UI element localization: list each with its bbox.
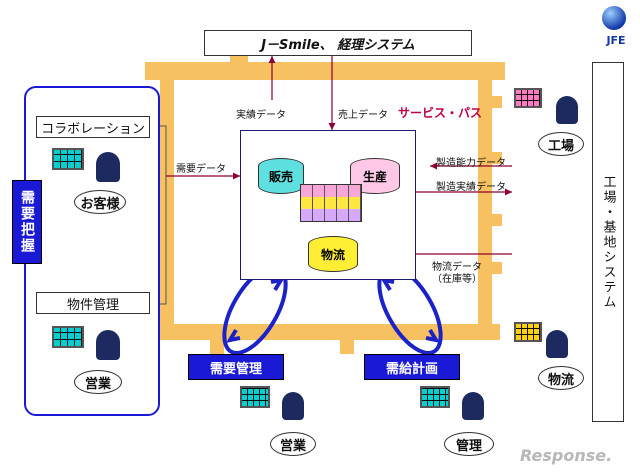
flow-results-label: 実績データ [236,110,286,121]
sales-screen-icon [52,326,84,348]
bottom-sales-oval[interactable]: 営業 [270,432,316,456]
bottom-sales-screen-icon [240,386,270,408]
jfe-logo-globe [602,6,626,30]
frame-top [145,62,505,80]
demand-mgmt-box[interactable]: 需要管理 [188,354,284,380]
property-mgmt-box[interactable]: 物件管理 [36,292,150,314]
logistics-node-label: 物流 [320,247,345,262]
demand-mgmt-label: 需要管理 [209,361,262,377]
logistics-screen-icon [514,322,542,342]
collaboration-label: コラボレーション [41,121,145,137]
logistics-person-icon [546,330,568,358]
left-panel [24,86,160,416]
frame-bottom-post1 [210,336,224,354]
frame-right-tab4 [488,262,502,274]
frame-right-tab2 [488,152,502,164]
sales-node-label: 販売 [268,169,293,184]
property-mgmt-label: 物件管理 [66,297,119,313]
bottom-mgmt-screen-icon [420,386,450,408]
logistics-cylinder[interactable]: 物流 [308,236,358,272]
response-watermark: Response. [520,446,613,465]
bottom-sales-label: 営業 [279,438,306,454]
bottom-mgmt-person-icon [462,392,484,420]
factory-base-system-box[interactable]: 工場・基地システム [592,62,624,422]
frame-bottom-post2 [340,336,354,354]
frame-right-tab1 [488,96,502,108]
factory-label: 工場 [547,138,574,154]
factory-screen-icon [514,88,542,108]
customer-screen-icon [52,148,84,170]
supply-plan-label: 需給計画 [385,361,438,377]
sales-left-label: 営業 [84,376,111,392]
demand-grasp-badge: 需要把握 [12,180,42,264]
logistics-oval[interactable]: 物流 [538,366,584,390]
frame-top-stub [230,56,248,66]
frame-bottom [160,324,500,340]
flow-service-path-label: サービス・パス [398,106,483,120]
center-data-grid [300,184,362,222]
factory-base-system-label: 工場・基地システム [600,174,616,310]
logistics-right-label: 物流 [547,372,574,388]
flow-logistics-data-label: 物流データ [432,262,482,273]
factory-oval[interactable]: 工場 [538,132,584,156]
supply-plan-box[interactable]: 需給計画 [364,354,460,380]
collaboration-box[interactable]: コラボレーション [36,116,150,138]
jfe-logo-text: JFE [606,34,626,47]
sales-oval-left[interactable]: 営業 [74,370,122,394]
flow-capacity-data-label: 製造能力データ [436,158,506,169]
customer-person-icon [96,152,120,182]
flow-mfg-results-label: 製造実績データ [436,182,506,193]
customer-oval[interactable]: お客様 [74,190,126,214]
bottom-mgmt-oval[interactable]: 管理 [444,432,494,456]
sales-cylinder[interactable]: 販売 [258,158,304,194]
factory-person-icon [556,96,578,124]
frame-right-tab3 [488,214,502,226]
bottom-mgmt-label: 管理 [455,438,482,454]
customer-label: お客様 [80,196,120,212]
top-system-box[interactable]: J－Smile、 経理システム [204,30,472,56]
top-system-label: J－Smile、 経理システム [261,37,415,53]
bottom-sales-person-icon [282,392,304,420]
flow-demand-data-label: 需要データ [176,164,226,175]
production-node-label: 生産 [362,169,387,184]
demand-grasp-label: 需要把握 [19,190,35,254]
sales-person-icon [96,330,120,360]
flow-inventory-label: （在庫等） [432,274,482,285]
flow-sales-data-label: 売上データ [338,110,388,121]
